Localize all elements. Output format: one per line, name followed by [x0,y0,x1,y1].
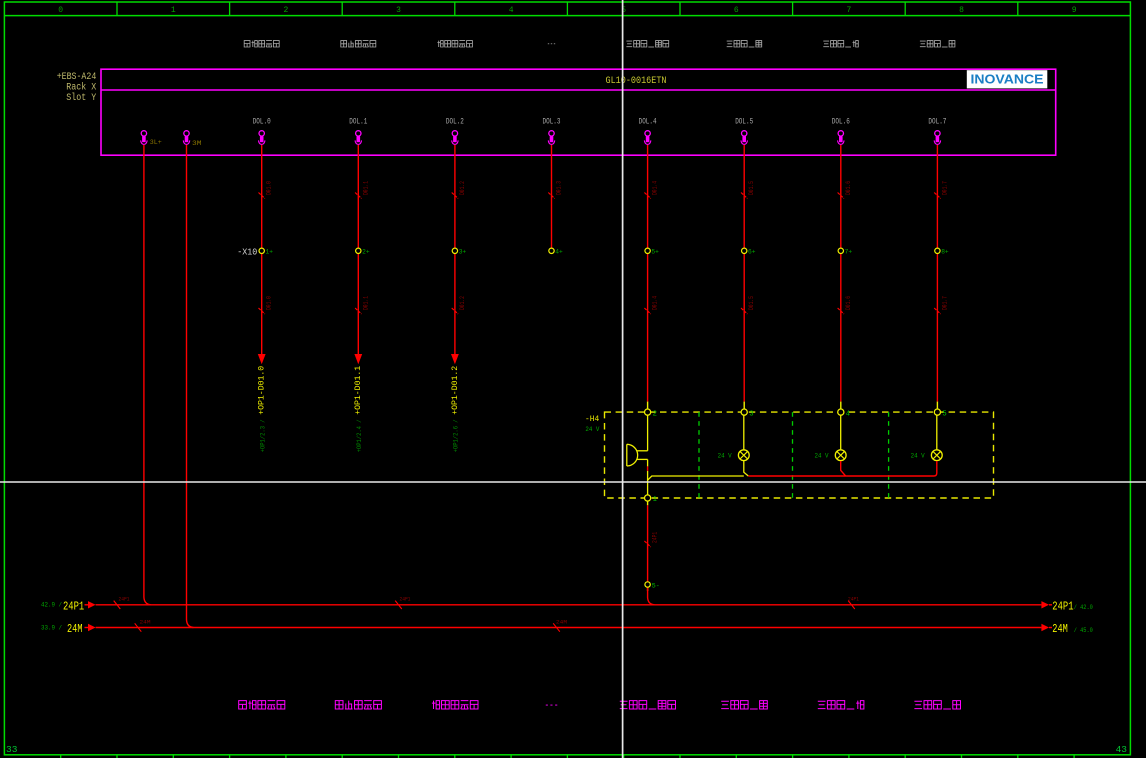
svg-text:24M: 24M [1052,623,1068,636]
svg-text:DOL.1: DOL.1 [349,118,367,127]
svg-text:3+: 3+ [459,249,467,256]
svg-text:8: 8 [959,6,964,15]
svg-text:D01.5: D01.5 [748,181,755,195]
svg-text:24 V: 24 V [911,453,925,460]
svg-text:DOL.6: DOL.6 [832,118,850,127]
svg-text:DOL.0: DOL.0 [253,118,271,127]
svg-text:DOL.5: DOL.5 [735,118,753,127]
svg-text:3M: 3M [192,140,202,147]
svg-text:DOL.3: DOL.3 [543,118,561,127]
svg-text:1: 1 [171,6,176,15]
svg-text:+OP1/2.3 /: +OP1/2.3 / [259,419,266,452]
svg-text:+EBS-A24: +EBS-A24 [57,72,97,83]
svg-text:D01.7: D01.7 [941,296,948,310]
svg-text:+OP1/2.4 /: +OP1/2.4 / [356,419,363,452]
svg-text:DOL.7: DOL.7 [928,118,946,127]
svg-text:3: 3 [749,410,753,418]
svg-text:43: 43 [1116,744,1128,755]
svg-text:D01.4: D01.4 [652,296,659,310]
svg-text:/ 45.0: / 45.0 [1074,627,1093,634]
svg-text:4+: 4+ [555,249,563,256]
svg-text:4: 4 [509,6,514,15]
svg-text:24P1: 24P1 [400,596,412,603]
svg-text:D01.4: D01.4 [652,181,659,195]
svg-text:/ 42.0: / 42.0 [1074,604,1093,611]
svg-text:---: --- [545,700,559,712]
svg-text:7: 7 [846,6,851,15]
svg-text:24 V: 24 V [718,453,732,460]
svg-text:42.9 /: 42.9 / [41,602,62,609]
svg-text:24P1: 24P1 [1052,600,1073,613]
svg-text:0: 0 [58,6,63,15]
svg-text:-H4: -H4 [585,415,599,424]
svg-text:5-: 5- [652,582,660,590]
svg-text:24P1: 24P1 [63,600,84,613]
svg-text:5: 5 [942,410,946,418]
svg-text:+OP1-D01.1: +OP1-D01.1 [353,366,363,415]
svg-text:8+: 8+ [941,249,949,256]
svg-text:D01.5: D01.5 [748,296,755,310]
svg-text:24P1: 24P1 [652,532,659,543]
svg-text:2: 2 [283,6,288,15]
svg-text:5: 5 [621,6,626,15]
svg-text:24P1: 24P1 [119,596,131,603]
svg-text:7+: 7+ [845,249,853,256]
svg-text:Slot Y: Slot Y [66,92,96,104]
svg-text:D01.6: D01.6 [845,181,852,195]
svg-text:---: --- [547,40,556,50]
svg-text:D01.3: D01.3 [556,181,563,195]
svg-text:24 V: 24 V [585,426,599,433]
svg-text:6: 6 [734,6,739,15]
svg-text:24M: 24M [140,618,151,625]
svg-text:6+: 6+ [748,249,756,256]
svg-text:+OP1/2.6 /: +OP1/2.6 / [453,419,460,452]
svg-text:GL10-0016ETN: GL10-0016ETN [606,75,667,87]
svg-text:5+: 5+ [651,249,659,256]
svg-text:4: 4 [846,410,850,418]
svg-text:24P1: 24P1 [848,596,860,603]
svg-text:D01.0: D01.0 [266,181,273,195]
svg-text:+OP1-D01.2: +OP1-D01.2 [450,366,460,415]
svg-text:DOL.4: DOL.4 [639,118,657,127]
svg-text:33: 33 [6,744,18,755]
svg-text:D01.0: D01.0 [266,296,273,310]
svg-text:3: 3 [396,6,401,15]
svg-text:+OP1-D01.0: +OP1-D01.0 [257,366,267,415]
svg-text:D01.2: D01.2 [459,296,466,310]
svg-text:D01.2: D01.2 [459,181,466,195]
svg-text:24M: 24M [556,618,567,625]
svg-text:9: 9 [1072,6,1077,15]
svg-text:3L+: 3L+ [150,139,162,146]
svg-text:1+: 1+ [266,249,274,256]
svg-text:D01.1: D01.1 [362,181,369,195]
svg-text:2: 2 [653,410,657,418]
svg-text:Rack X: Rack X [66,82,96,94]
svg-text:D01.7: D01.7 [941,181,948,195]
svg-text:24 V: 24 V [815,453,829,460]
svg-text:DOL.2: DOL.2 [446,118,464,127]
svg-text:24M: 24M [67,623,83,636]
svg-text:33.9 /: 33.9 / [41,624,62,631]
svg-text:D01.1: D01.1 [362,296,369,310]
svg-text:INOVANCE: INOVANCE [971,72,1044,87]
svg-text:1: 1 [653,496,657,504]
svg-text:2+: 2+ [362,249,370,256]
svg-text:-X10: -X10 [237,247,257,257]
svg-text:D01.6: D01.6 [845,296,852,310]
